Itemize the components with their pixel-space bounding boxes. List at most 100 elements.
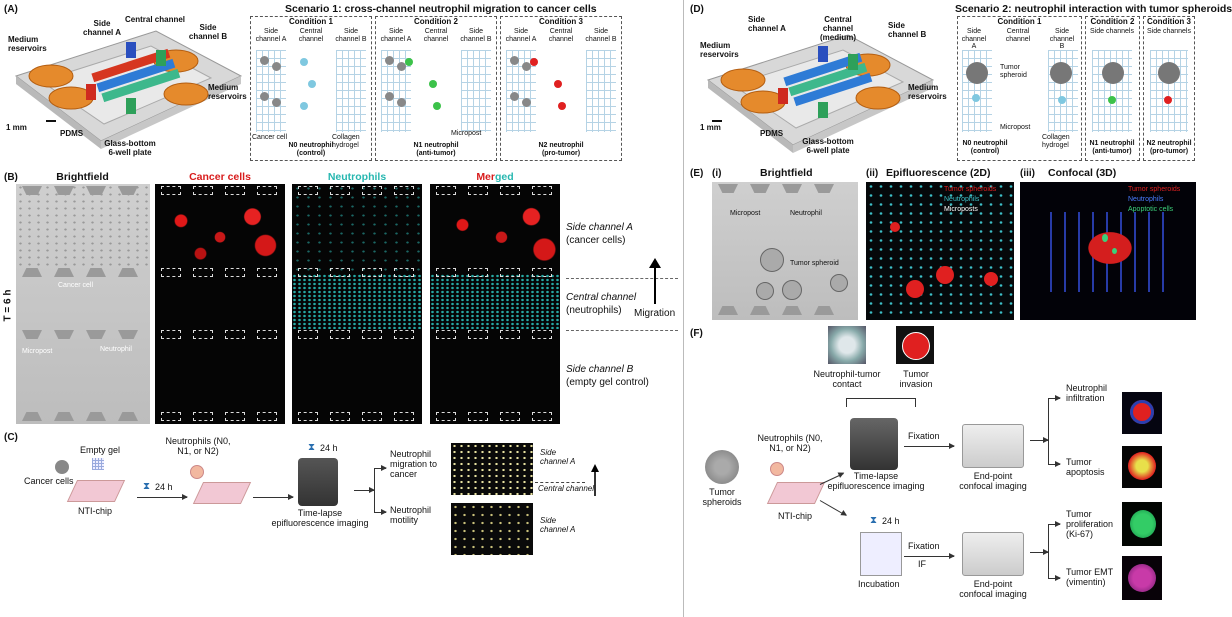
a-cond2-caption: N1 neutrophil (anti-tumor) [413,142,459,157]
e-epi-spheroid-1 [906,280,924,298]
micropost-icon [394,186,414,195]
f-spheroids: Tumor spheroids [702,487,742,507]
a-cond3-mesh-2 [586,50,616,132]
c-image-motility [451,503,533,555]
micropost-icon [86,330,106,339]
micropost-icon [257,412,277,421]
a-cond3-neutrophil [530,58,538,66]
d-note-tumor-spheroid: Tumor spheroid [1000,64,1027,79]
e-spheroid-1 [760,248,784,272]
micropost-icon [330,268,350,277]
a-cond1-col-1: Central channel [298,28,324,43]
micropost-icon [436,330,456,339]
channel-name-side-b: Side channel B [566,364,634,375]
label-glass-bottom-plate: Glass-bottom 6-well plate [104,139,156,157]
e-spheroid-4 [830,274,848,292]
d-label-medium-right: Medium reservoirs [908,83,947,101]
channel-sub-side-b: (empty gel control) [566,377,649,388]
c-arrow-1 [137,494,188,500]
a-condition-3 [500,16,622,161]
f-fixation-1: Fixation [908,431,940,441]
bf-note-micropost: Micropost [22,348,53,355]
c-neutrophils: Neutrophils (N0, N1, or N2) [165,436,231,456]
a-cond3-col-1: Central channel [548,28,574,43]
f-prolif-blob [1130,510,1156,538]
a-cond2-neutrophil [429,80,437,88]
hourglass-icon-f: ⧗ [870,515,878,526]
d-label-scale: 1 mm [700,123,721,132]
e-spheroid-3 [756,282,774,300]
micropost-icon [394,412,414,421]
d-cond3-title: Condition 3 [1147,17,1191,26]
chip-drawing [14,30,243,149]
micropost-icon [500,268,520,277]
panel-label-c: (C) [4,432,18,443]
f-emt: Tumor EMT (vimentin) [1066,567,1114,587]
d-cond2-neutrophil [1108,96,1116,104]
f-incubator-icon [860,532,902,576]
e-note-micropost: Micropost [730,210,761,217]
panel-d-title: Scenario 2: neutrophil interaction with … [955,3,1232,15]
label-medium-reservoirs-left: Medium reservoirs [8,35,47,53]
a-cond3-neutrophil [558,102,566,110]
c-image-migration [451,443,533,495]
e-brightfield-image [712,182,858,320]
micropost-icon [718,184,738,193]
c-cancer-cells: Cancer cells [24,476,74,486]
micropost-icon [500,186,520,195]
neutrophil-signal-sparse [292,184,422,272]
micropost-icon [54,268,74,277]
merged-image [430,184,560,424]
micropost-icon [298,268,318,277]
d-cond1-col-c: Central channel [1005,28,1031,43]
d-tumor-spheroid-1 [966,62,988,84]
f-time-24h: 24 h [882,516,900,526]
micropost-icon [532,412,552,421]
a-cond1-col-2: Side channel B [335,28,367,43]
f-spheroids-icon [705,450,739,484]
micropost-icon [161,412,181,421]
micropost-icon [193,186,213,195]
e-ii-num: (ii) [866,168,879,179]
a-cond1-caption: N0 neutrophil (control) [288,142,334,157]
micropost-icon [330,330,350,339]
e-iii-legend-tumor: Tumor spheroids [1128,186,1181,193]
f-arrow-to-branch2 [1030,549,1049,555]
micropost-icon [225,186,245,195]
e-note-neutrophil: Neutrophil [790,210,822,217]
micropost-icon [532,268,552,277]
f-microscope-1 [850,418,898,470]
f-arrow-fixation2 [904,553,955,559]
panel-label-f: (F) [690,328,703,339]
e-ii-legend-microposts: Microposts [944,206,978,213]
cancer-cells-image [155,184,285,424]
micropost-icon [532,330,552,339]
e-confocal-volume [1050,212,1170,292]
e-iii-num: (iii) [1020,168,1035,179]
d-tumor-spheroid-2 [1050,62,1072,84]
d-cond1-col-b: Side channel B [1049,28,1075,51]
micropost-icon [468,268,488,277]
migration-arrow [649,258,661,304]
d-condition-1 [957,16,1082,161]
channel-sub-side-a: (cancer cells) [566,235,626,246]
micropost-icon [330,186,350,195]
d-cond3-spheroid [1158,62,1180,84]
cancer-signal [155,188,285,270]
micropost-icon [500,412,520,421]
micropost-icon [298,186,318,195]
micropost-icon [436,186,456,195]
micropost-icon [118,268,138,277]
a-cond3-cancer-cell [510,92,519,101]
micropost-icon [86,412,106,421]
f-chip [766,482,826,504]
a-cond3-cancer-cell [510,56,519,65]
d-label-pdms: PDMS [760,129,784,138]
micropost-icon [362,186,382,195]
f-arrow-apoptosis [1048,461,1061,467]
a-cond1-col-0: Side channel A [255,28,287,43]
col-title-neutrophils: Neutrophils [327,171,387,183]
a-condition-2 [375,16,497,161]
micropost-icon [814,184,834,193]
f-endpoint-2: End-point confocal imaging [959,579,1027,599]
